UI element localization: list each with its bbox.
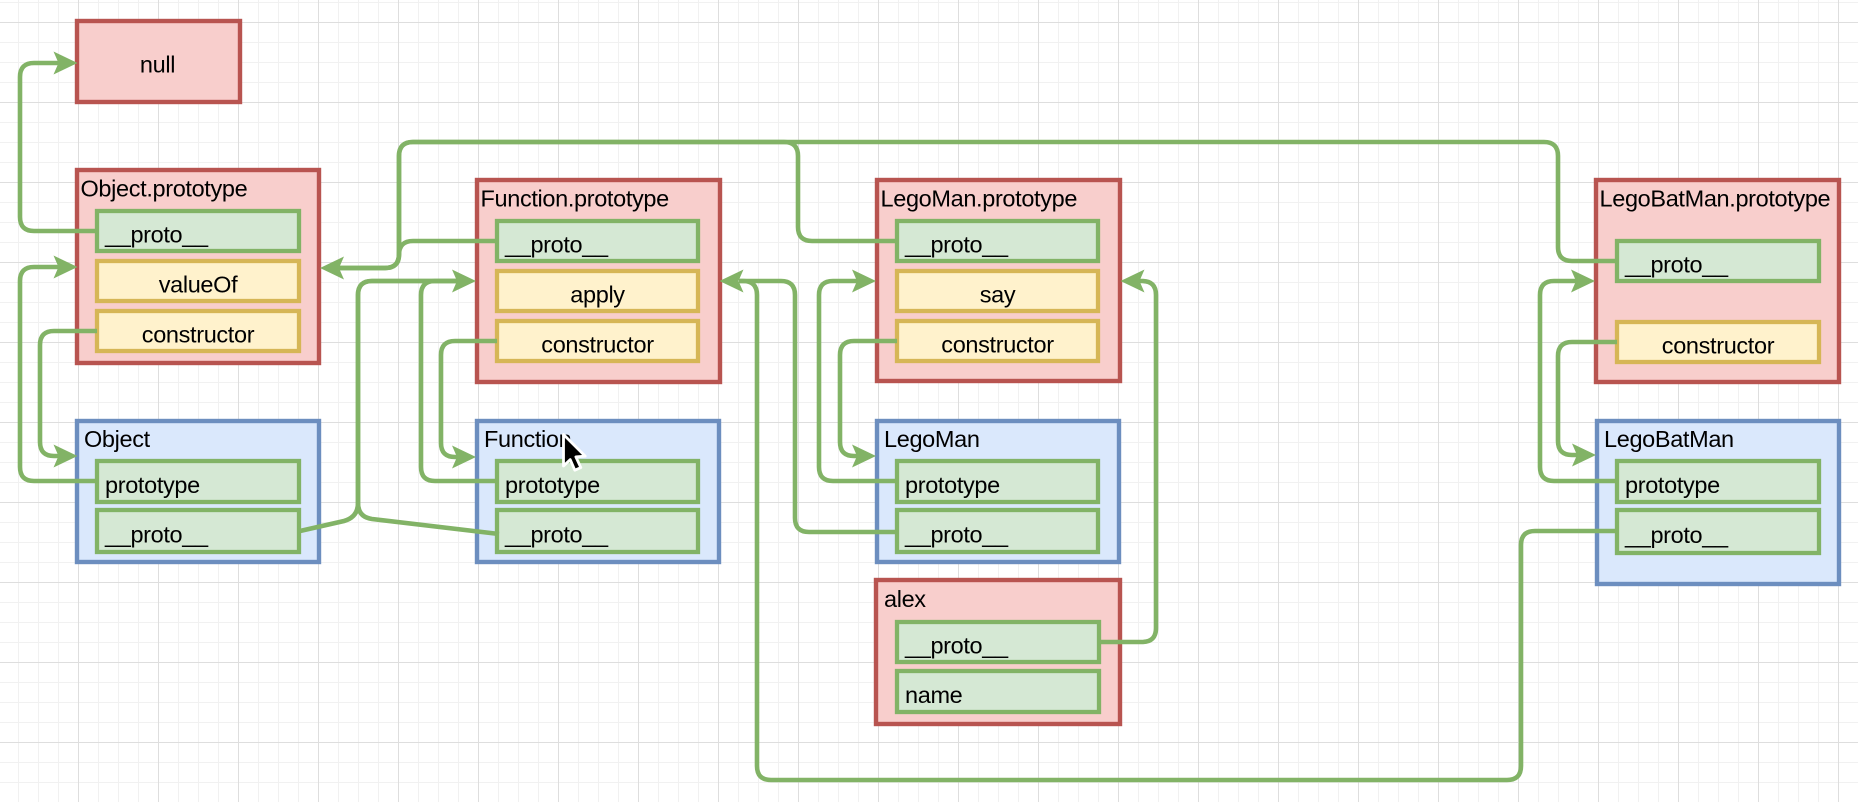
svg-text:LegoBatMan: LegoBatMan — [1604, 426, 1734, 452]
svg-text:valueOf: valueOf — [159, 271, 238, 297]
svg-text:alex: alex — [884, 586, 926, 612]
svg-text:null: null — [140, 52, 175, 78]
svg-text:LegoBatMan.prototype: LegoBatMan.prototype — [1600, 186, 1831, 212]
svg-text:__proto__: __proto__ — [904, 632, 1009, 658]
svg-text:__proto__: __proto__ — [904, 521, 1009, 547]
svg-text:__proto__: __proto__ — [1624, 522, 1729, 548]
svg-text:apply: apply — [570, 281, 625, 307]
svg-text:Function: Function — [484, 426, 571, 452]
svg-text:LegoMan: LegoMan — [884, 426, 980, 452]
svg-text:__proto__: __proto__ — [504, 231, 609, 257]
svg-text:Function.prototype: Function.prototype — [481, 186, 670, 212]
svg-text:constructor: constructor — [941, 331, 1054, 357]
svg-text:__proto__: __proto__ — [104, 221, 209, 247]
svg-text:prototype: prototype — [505, 472, 600, 498]
svg-text:prototype: prototype — [1625, 472, 1720, 498]
svg-text:LegoMan.prototype: LegoMan.prototype — [881, 186, 1078, 212]
svg-text:__proto__: __proto__ — [504, 521, 609, 547]
svg-text:__proto__: __proto__ — [1624, 251, 1729, 277]
svg-text:prototype: prototype — [105, 472, 200, 498]
svg-text:constructor: constructor — [142, 321, 255, 347]
svg-text:name: name — [905, 682, 963, 708]
svg-text:Object.prototype: Object.prototype — [81, 176, 248, 202]
svg-text:__proto__: __proto__ — [104, 521, 209, 547]
svg-text:constructor: constructor — [541, 331, 654, 357]
svg-text:__proto__: __proto__ — [904, 231, 1009, 257]
svg-text:prototype: prototype — [905, 472, 1000, 498]
svg-text:Object: Object — [84, 426, 151, 452]
svg-text:constructor: constructor — [1662, 332, 1775, 358]
svg-text:say: say — [980, 281, 1016, 307]
